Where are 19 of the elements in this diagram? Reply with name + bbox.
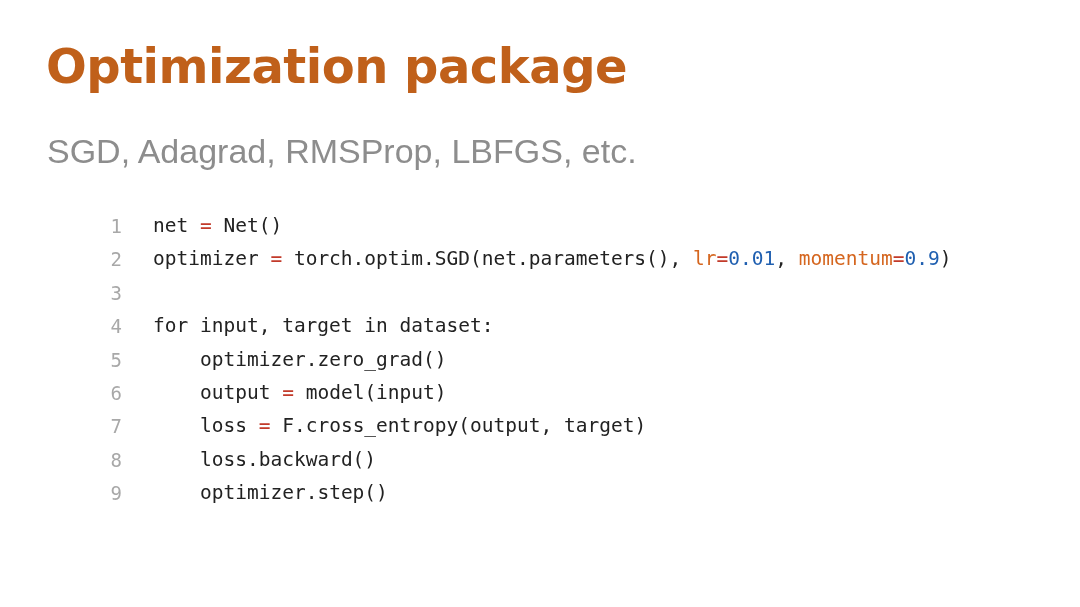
- line-number: 5: [109, 348, 122, 371]
- line-number: 9: [109, 482, 122, 505]
- slide-title: Optimization package: [46, 38, 628, 94]
- code-line: optimizer = torch.optim.SGD(net.parameters(), lr=0.01, momentum=0.9): [153, 247, 952, 271]
- line-number: 3: [109, 281, 122, 304]
- code-line: optimizer.zero_grad(): [200, 347, 447, 371]
- code-line: for input, target in dataset:: [153, 314, 494, 338]
- code-line: optimizer.step(): [200, 481, 388, 505]
- code-line: output = model(input): [200, 381, 447, 404]
- line-number: 6: [109, 382, 122, 404]
- line-number: 1: [109, 215, 122, 237]
- code-line: net = Net(): [153, 214, 283, 237]
- line-number: 2: [109, 248, 122, 271]
- line-number: 7: [109, 415, 122, 438]
- subtitle: SGD, Adagrad, RMSProp, LBFGS, etc.: [47, 132, 637, 171]
- code-line: loss = F.cross_entropy(output, target): [200, 414, 647, 438]
- line-number: 4: [109, 315, 122, 338]
- line-number: 8: [109, 448, 122, 471]
- code-line: loss.backward(): [200, 447, 377, 471]
